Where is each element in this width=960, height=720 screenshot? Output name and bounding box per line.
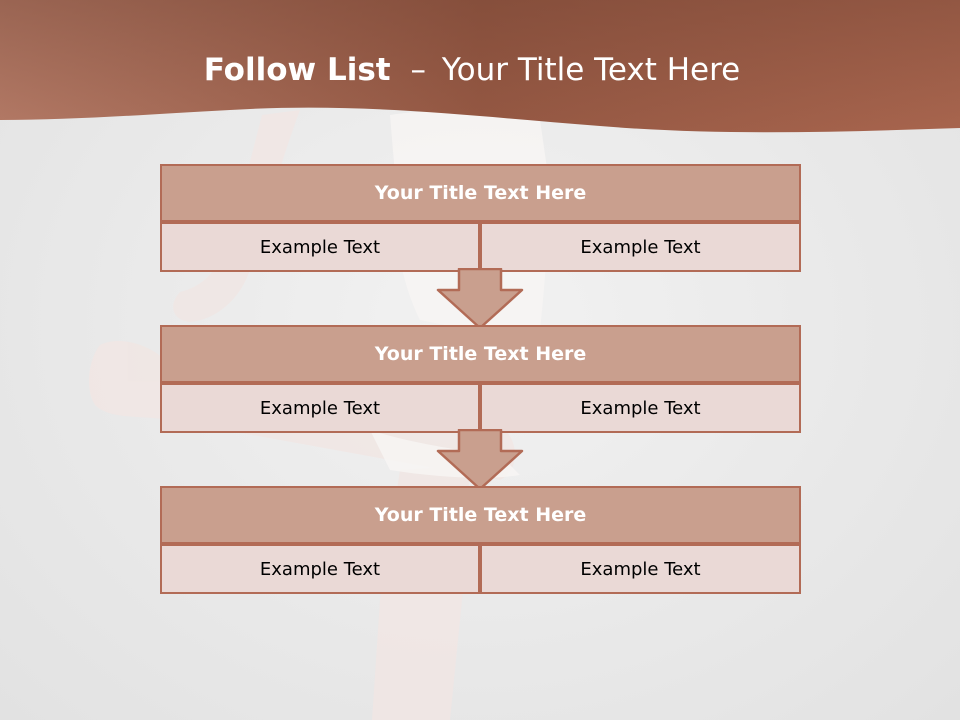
block-cell-right: Example Text [480, 222, 801, 272]
block-row: Example Text Example Text [160, 383, 801, 433]
slide-title-bold: Follow List [203, 52, 391, 88]
block-cell-right: Example Text [480, 544, 801, 594]
block-cell-left: Example Text [160, 544, 480, 594]
slide-title-rest: Your Title Text Here [441, 52, 741, 88]
block-cell-right: Example Text [480, 383, 801, 433]
slide-title: Follow List – Your Title Text Here [0, 52, 944, 88]
block-title: Your Title Text Here [160, 164, 801, 222]
block-row: Example Text Example Text [160, 544, 801, 594]
block-title: Your Title Text Here [160, 486, 801, 544]
block-row: Example Text Example Text [160, 222, 801, 272]
header-band [0, 0, 960, 133]
slide-title-separator: – [410, 52, 426, 88]
down-arrow-icon [436, 429, 524, 491]
block-cell-left: Example Text [160, 222, 480, 272]
block-cell-left: Example Text [160, 383, 480, 433]
block-title: Your Title Text Here [160, 325, 801, 383]
down-arrow-icon [436, 268, 524, 330]
